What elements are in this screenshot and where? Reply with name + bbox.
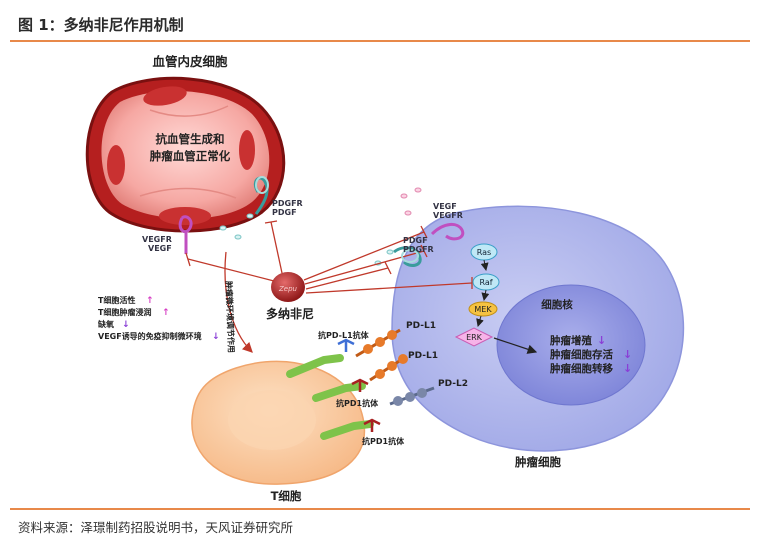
vegf-right-label: VEGF: [433, 202, 457, 211]
outcome-metastasis: 肿瘤细胞转移: [550, 362, 613, 375]
endothelial-cell: [85, 76, 286, 233]
pdgfr-top-label: PDGFR: [272, 199, 303, 208]
ras-label: Ras: [477, 248, 491, 257]
title-rule: [10, 40, 750, 42]
mek-label: MEK: [474, 305, 492, 314]
vegfr-receptor-right: [430, 223, 465, 241]
tme-item-4: VEGF诱导的免疫抑制微环境: [98, 331, 202, 341]
pdl1-ligand-a: [355, 328, 401, 358]
nucleus-label: 细胞核: [541, 298, 573, 311]
immune-modulation-label: 肿瘤微环境调节作用: [224, 281, 237, 353]
tumor-cell-label: 肿瘤细胞: [515, 455, 561, 469]
erk-label: ERK: [466, 333, 483, 342]
erk-node: [454, 327, 494, 347]
anti-pd1-label-b: 抗PD1抗体: [362, 436, 405, 446]
outcome-metastasis-down-icon: ↓: [623, 362, 632, 375]
pdgfr-receptor-right: [393, 246, 422, 267]
outcome-survival: 肿瘤细胞存活: [550, 348, 613, 361]
endothelial-effect-line2: 肿瘤血管正常化: [150, 149, 231, 163]
t-cell-label: T细胞: [271, 489, 302, 503]
endothelial-cell-label: 血管内皮细胞: [152, 54, 228, 69]
vegf-left-label: VEGF: [148, 244, 172, 253]
tme-item-3: 缺氧: [97, 319, 114, 329]
tme-item-3-down-icon: ↓: [122, 320, 130, 330]
pdgf-top-label: PDGF: [272, 208, 297, 217]
drug-label: 多纳非尼: [266, 306, 314, 321]
tme-item-2-up-icon: ↑: [162, 308, 170, 318]
vegfr-receptor-left: [178, 215, 193, 254]
anti-pdl1-antibody-icon: [337, 338, 355, 352]
mek-node: [468, 301, 498, 317]
raf-label: Raf: [479, 278, 492, 287]
drug-pill-text: Zepu: [278, 285, 298, 293]
mek-to-erk-arrow: [476, 315, 484, 327]
tme-item-4-down-icon: ↓: [212, 332, 220, 342]
endothelial-effect-line1: 抗血管生成和: [156, 132, 225, 146]
pdgfr-receptor-top: [253, 176, 269, 215]
pdl1-label-b: PD-L1: [408, 351, 438, 361]
t-cell: [191, 360, 366, 485]
tme-item-1-up-icon: ↑: [146, 296, 154, 306]
footer-rule: [10, 508, 750, 510]
pdl1-ligand-b: [369, 354, 408, 382]
tme-item-1: T细胞活性: [98, 295, 135, 305]
pdgfr-right-label: PDGFR: [403, 245, 434, 254]
pdl2-ligand: [389, 386, 435, 406]
pdl2-label: PD-L2: [438, 379, 468, 389]
pdl1-label-a: PD-L1: [406, 321, 436, 331]
outcome-survival-down-icon: ↓: [623, 348, 632, 361]
pdgf-right-label: PDGF: [403, 236, 428, 245]
outcome-proliferation: 肿瘤增殖: [550, 334, 592, 347]
tme-item-2: T细胞肿瘤浸润: [98, 307, 151, 317]
drug-pill-icon: Zepu: [271, 272, 305, 302]
raf-to-mek-arrow: [481, 289, 490, 301]
outcome-proliferation-down-icon: ↓: [597, 334, 606, 347]
anti-pd1-antibody-icon-a: [351, 378, 369, 392]
mechanism-diagram: 血管内皮细胞 抗血管生成和 肿瘤血管正常化 PDGFR PDGF VEGFR V…: [85, 54, 685, 503]
anti-pd1-antibody-icon-b: [363, 418, 381, 432]
vegfr-right-label: VEGFR: [433, 211, 463, 220]
anti-pdl1-label: 抗PD-L1抗体: [318, 330, 370, 340]
pd1-receptor-b: [312, 382, 366, 402]
pd1-receptor-a: [286, 354, 344, 378]
figure-title: 图 1：多纳非尼作用机制: [18, 16, 184, 34]
erk-to-nucleus-arrow: [493, 337, 538, 354]
tumor-cell: [391, 205, 685, 452]
inhibition-lines: [185, 220, 473, 294]
vegfr-left-label: VEGFR: [142, 235, 172, 244]
source-note: 资料来源：泽璟制药招股说明书，天风证券研究所: [18, 520, 294, 535]
immune-modulation-arrow: [224, 251, 253, 353]
anti-pd1-label-a: 抗PD1抗体: [336, 398, 379, 408]
ras-to-raf-arrow: [480, 259, 489, 271]
